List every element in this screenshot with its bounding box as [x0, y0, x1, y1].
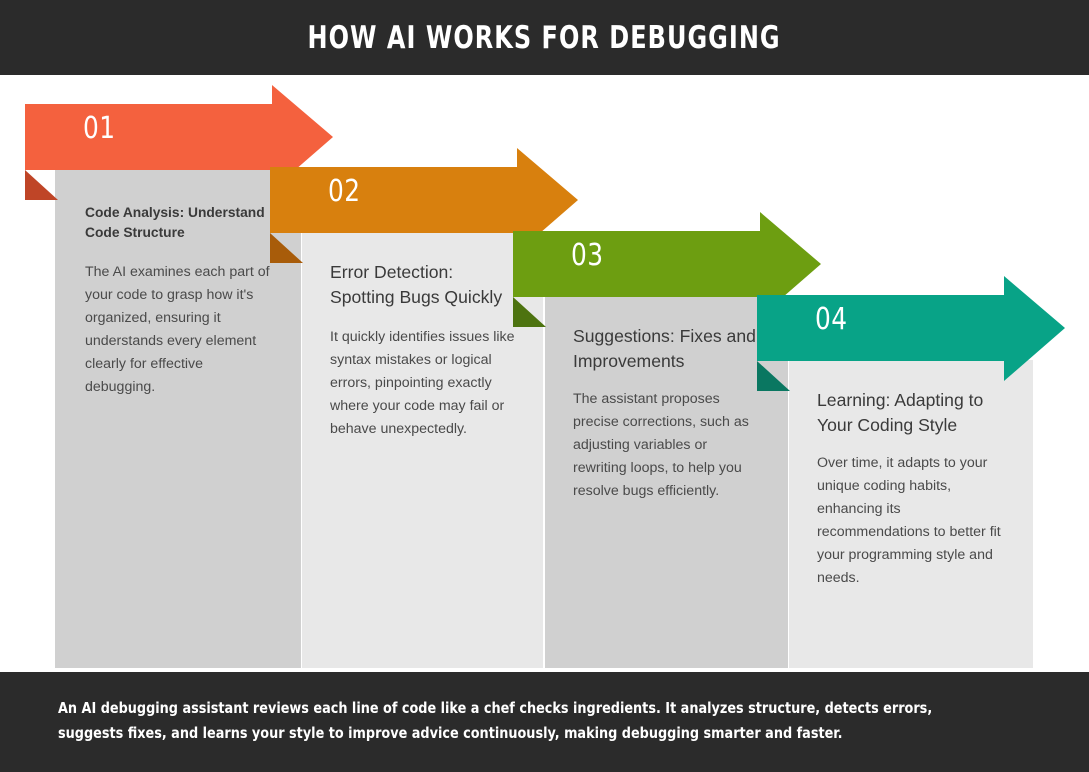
arrow-shape-2 — [270, 148, 578, 263]
step-arrow-2: 02 — [270, 148, 582, 265]
step-arrow-4: 04 — [757, 276, 1069, 393]
step-number-1: 01 — [83, 111, 116, 146]
arrow-shape-4 — [757, 276, 1065, 391]
step-number-3: 03 — [571, 238, 604, 273]
step-card-3: Suggestions: Fixes and Improvements The … — [545, 296, 788, 668]
step-title-3: Suggestions: Fixes and Improvements — [573, 326, 756, 371]
step-card-1: Code Analysis: Understand Code Structure… — [55, 170, 301, 668]
step-title-2: Error Detection: Spotting Bugs Quickly — [330, 262, 503, 307]
step-body-2: It quickly identifies issues like syntax… — [330, 328, 515, 437]
step-card-4: Learning: Adapting to Your Coding Style … — [789, 360, 1033, 668]
header-bar: HOW AI WORKS FOR DEBUGGING — [0, 0, 1089, 75]
arrow-shape-1 — [25, 85, 333, 200]
step-number-4: 04 — [815, 302, 848, 337]
step-title-4: Learning: Adapting to Your Coding Style — [817, 390, 984, 435]
step-arrow-3: 03 — [513, 212, 825, 329]
step-body-4: Over time, it adapts to your unique codi… — [817, 454, 1001, 586]
page-title: HOW AI WORKS FOR DEBUGGING — [307, 19, 782, 56]
step-card-2: Error Detection: Spotting Bugs Quickly I… — [302, 232, 543, 668]
arrow-shape-3 — [513, 212, 821, 327]
step-body-3: The assistant proposes precise correctio… — [573, 390, 749, 499]
footer-summary: An AI debugging assistant reviews each l… — [58, 699, 933, 742]
footer-bar: An AI debugging assistant reviews each l… — [0, 672, 1089, 772]
step-title-1: Code Analysis: Understand Code Structure — [85, 205, 265, 240]
step-body-1: The AI examines each part of your code t… — [85, 264, 270, 396]
step-number-2: 02 — [328, 174, 361, 209]
step-arrow-1: 01 — [25, 85, 335, 202]
